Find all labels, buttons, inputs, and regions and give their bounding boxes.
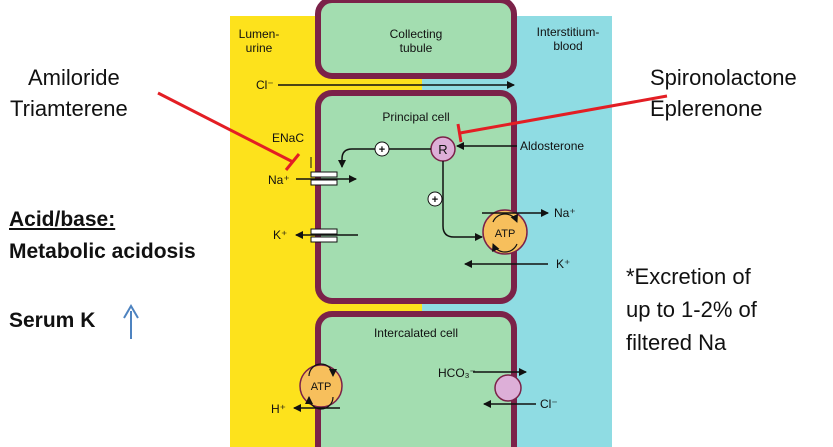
h-atpase-rotation-top <box>308 363 337 377</box>
tubule-label-2: tubule <box>400 41 433 55</box>
receptor-to-pump-arrow <box>442 161 483 241</box>
tubule-label-1: Collecting <box>390 27 443 41</box>
atpase-label: ATP <box>495 228 516 240</box>
interstitium-label-1: Interstitium- <box>537 25 600 39</box>
principal-cell <box>315 90 517 304</box>
serum-k-up-arrow <box>123 304 139 339</box>
drug-triamterene: Triamterene <box>10 96 128 121</box>
top-cell <box>315 0 517 79</box>
excretion-note-3: filtered Na <box>626 330 727 355</box>
atpase-rotation-bottom <box>492 243 518 253</box>
lumen-label-2: urine <box>246 41 273 55</box>
lumen-label-1: Lumen- <box>239 27 280 41</box>
na-pump-label: Na⁺ <box>554 206 576 220</box>
h-atpase-rotation-bottom <box>305 396 334 410</box>
drug-amiloride: Amiloride <box>28 65 120 90</box>
h-out-label: H⁺ <box>271 402 286 416</box>
k-pump-label: K⁺ <box>556 257 570 271</box>
hco3-label: HCO₃⁻ <box>438 366 476 380</box>
amiloride-block <box>157 91 301 171</box>
h-atpase-label: ATP <box>311 381 332 393</box>
cl-in-label: Cl⁻ <box>540 397 558 411</box>
receptor-to-enac-arrow <box>338 148 431 168</box>
k-out-label: K⁺ <box>273 228 287 242</box>
aldosterone-label: Aldosterone <box>520 139 584 153</box>
plus-sign-1: + <box>379 144 385 156</box>
cl-top-label: Cl⁻ <box>256 78 274 92</box>
excretion-note-2: up to 1-2% of <box>626 297 757 322</box>
plus-circle-2 <box>427 191 443 207</box>
serum-k-label: Serum K <box>9 309 96 332</box>
excretion-note-1: *Excretion of <box>626 264 751 289</box>
interstitium-label-2: blood <box>553 39 582 53</box>
drug-eplerenone: Eplerenone <box>650 96 763 121</box>
plus-circle-1 <box>374 141 390 157</box>
intercalated-cell-label: Intercalated cell <box>374 326 458 340</box>
plus-sign-2: + <box>432 194 438 206</box>
principal-cell-label: Principal cell <box>382 110 449 124</box>
drug-spironolactone: Spironolactone <box>650 65 797 90</box>
na-in-label: Na⁺ <box>268 173 290 187</box>
enac-label: ENaC <box>272 131 304 145</box>
metabolic-acidosis: Metabolic acidosis <box>9 240 196 263</box>
acid-base-heading: Acid/base: <box>9 208 116 231</box>
anion-exchanger <box>494 374 522 402</box>
k-channel <box>310 228 338 243</box>
spironolactone-block <box>456 94 668 143</box>
atpase-rotation-top <box>492 213 518 223</box>
enac-channel <box>310 171 338 186</box>
receptor-label: R <box>438 142 447 157</box>
